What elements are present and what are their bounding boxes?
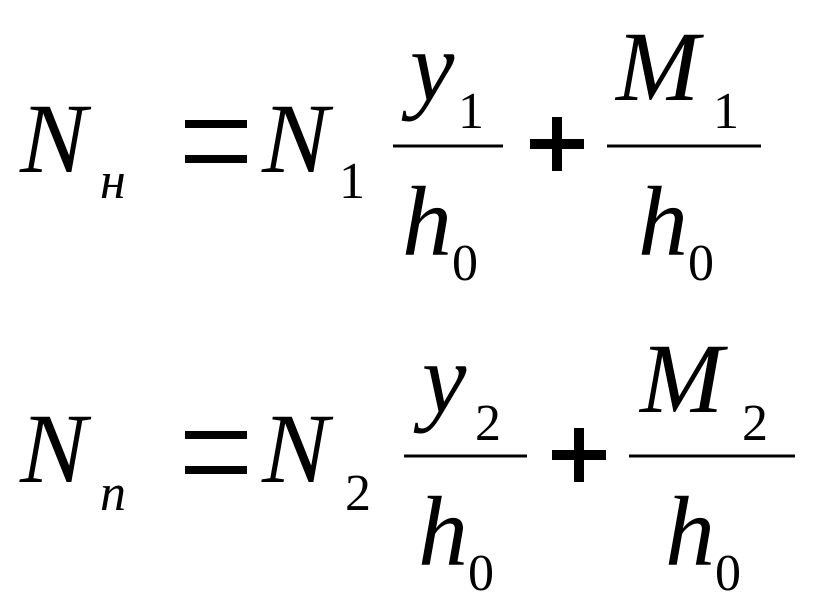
equation-1: N н N 1 y 1 h 0 M 1 h 0 [19, 11, 761, 292]
eq1-fraction-2: M 1 h 0 [607, 11, 761, 292]
eq1-lhs-symbol: N [19, 83, 92, 194]
eq1-lhs-subscript: н [100, 153, 126, 210]
eq2-frac2-denominator-subscript: 0 [715, 545, 741, 602]
eq1-plus-sign [530, 117, 584, 171]
eq1-frac1-denominator-symbol: h [402, 166, 452, 277]
eq2-frac1-numerator-symbol: y [413, 323, 467, 434]
eq2-frac1-numerator-subscript: 2 [475, 395, 501, 452]
eq2-frac1-denominator-symbol: h [418, 476, 468, 587]
eq2-frac1-denominator-subscript: 0 [468, 545, 494, 602]
eq2-coefficient-symbol: N [261, 393, 334, 504]
eq1-fraction-1: y 1 h 0 [393, 11, 503, 292]
eq1-equals-sign [185, 120, 247, 163]
eq2-frac2-denominator-symbol: h [665, 476, 715, 587]
eq2-lhs-symbol: N [19, 393, 92, 504]
eq2-plus-sign [552, 428, 606, 482]
eq1-frac2-numerator-symbol: M [614, 11, 704, 122]
eq1-frac2-denominator-symbol: h [638, 166, 688, 277]
eq1-frac1-denominator-subscript: 0 [452, 235, 478, 292]
eq2-fraction-1: y 2 h 0 [404, 323, 527, 602]
eq1-frac2-denominator-subscript: 0 [688, 235, 714, 292]
eq2-lhs-subscript: n [100, 465, 126, 522]
eq2-coefficient-subscript: 2 [345, 465, 371, 522]
eq1-coefficient-symbol: N [261, 83, 334, 194]
eq1-frac1-numerator-symbol: y [401, 11, 455, 122]
eq2-fraction-2: M 2 h 0 [629, 323, 795, 602]
eq2-equals-sign [185, 431, 247, 474]
eq1-frac1-numerator-subscript: 1 [458, 83, 484, 140]
eq2-frac2-numerator-subscript: 2 [742, 395, 768, 452]
eq1-frac2-numerator-subscript: 1 [713, 83, 739, 140]
equation-2: N n N 2 y 2 h 0 M 2 h 0 [19, 323, 795, 602]
eq1-coefficient-subscript: 1 [339, 153, 365, 210]
eq2-frac2-numerator-symbol: M [638, 323, 728, 434]
